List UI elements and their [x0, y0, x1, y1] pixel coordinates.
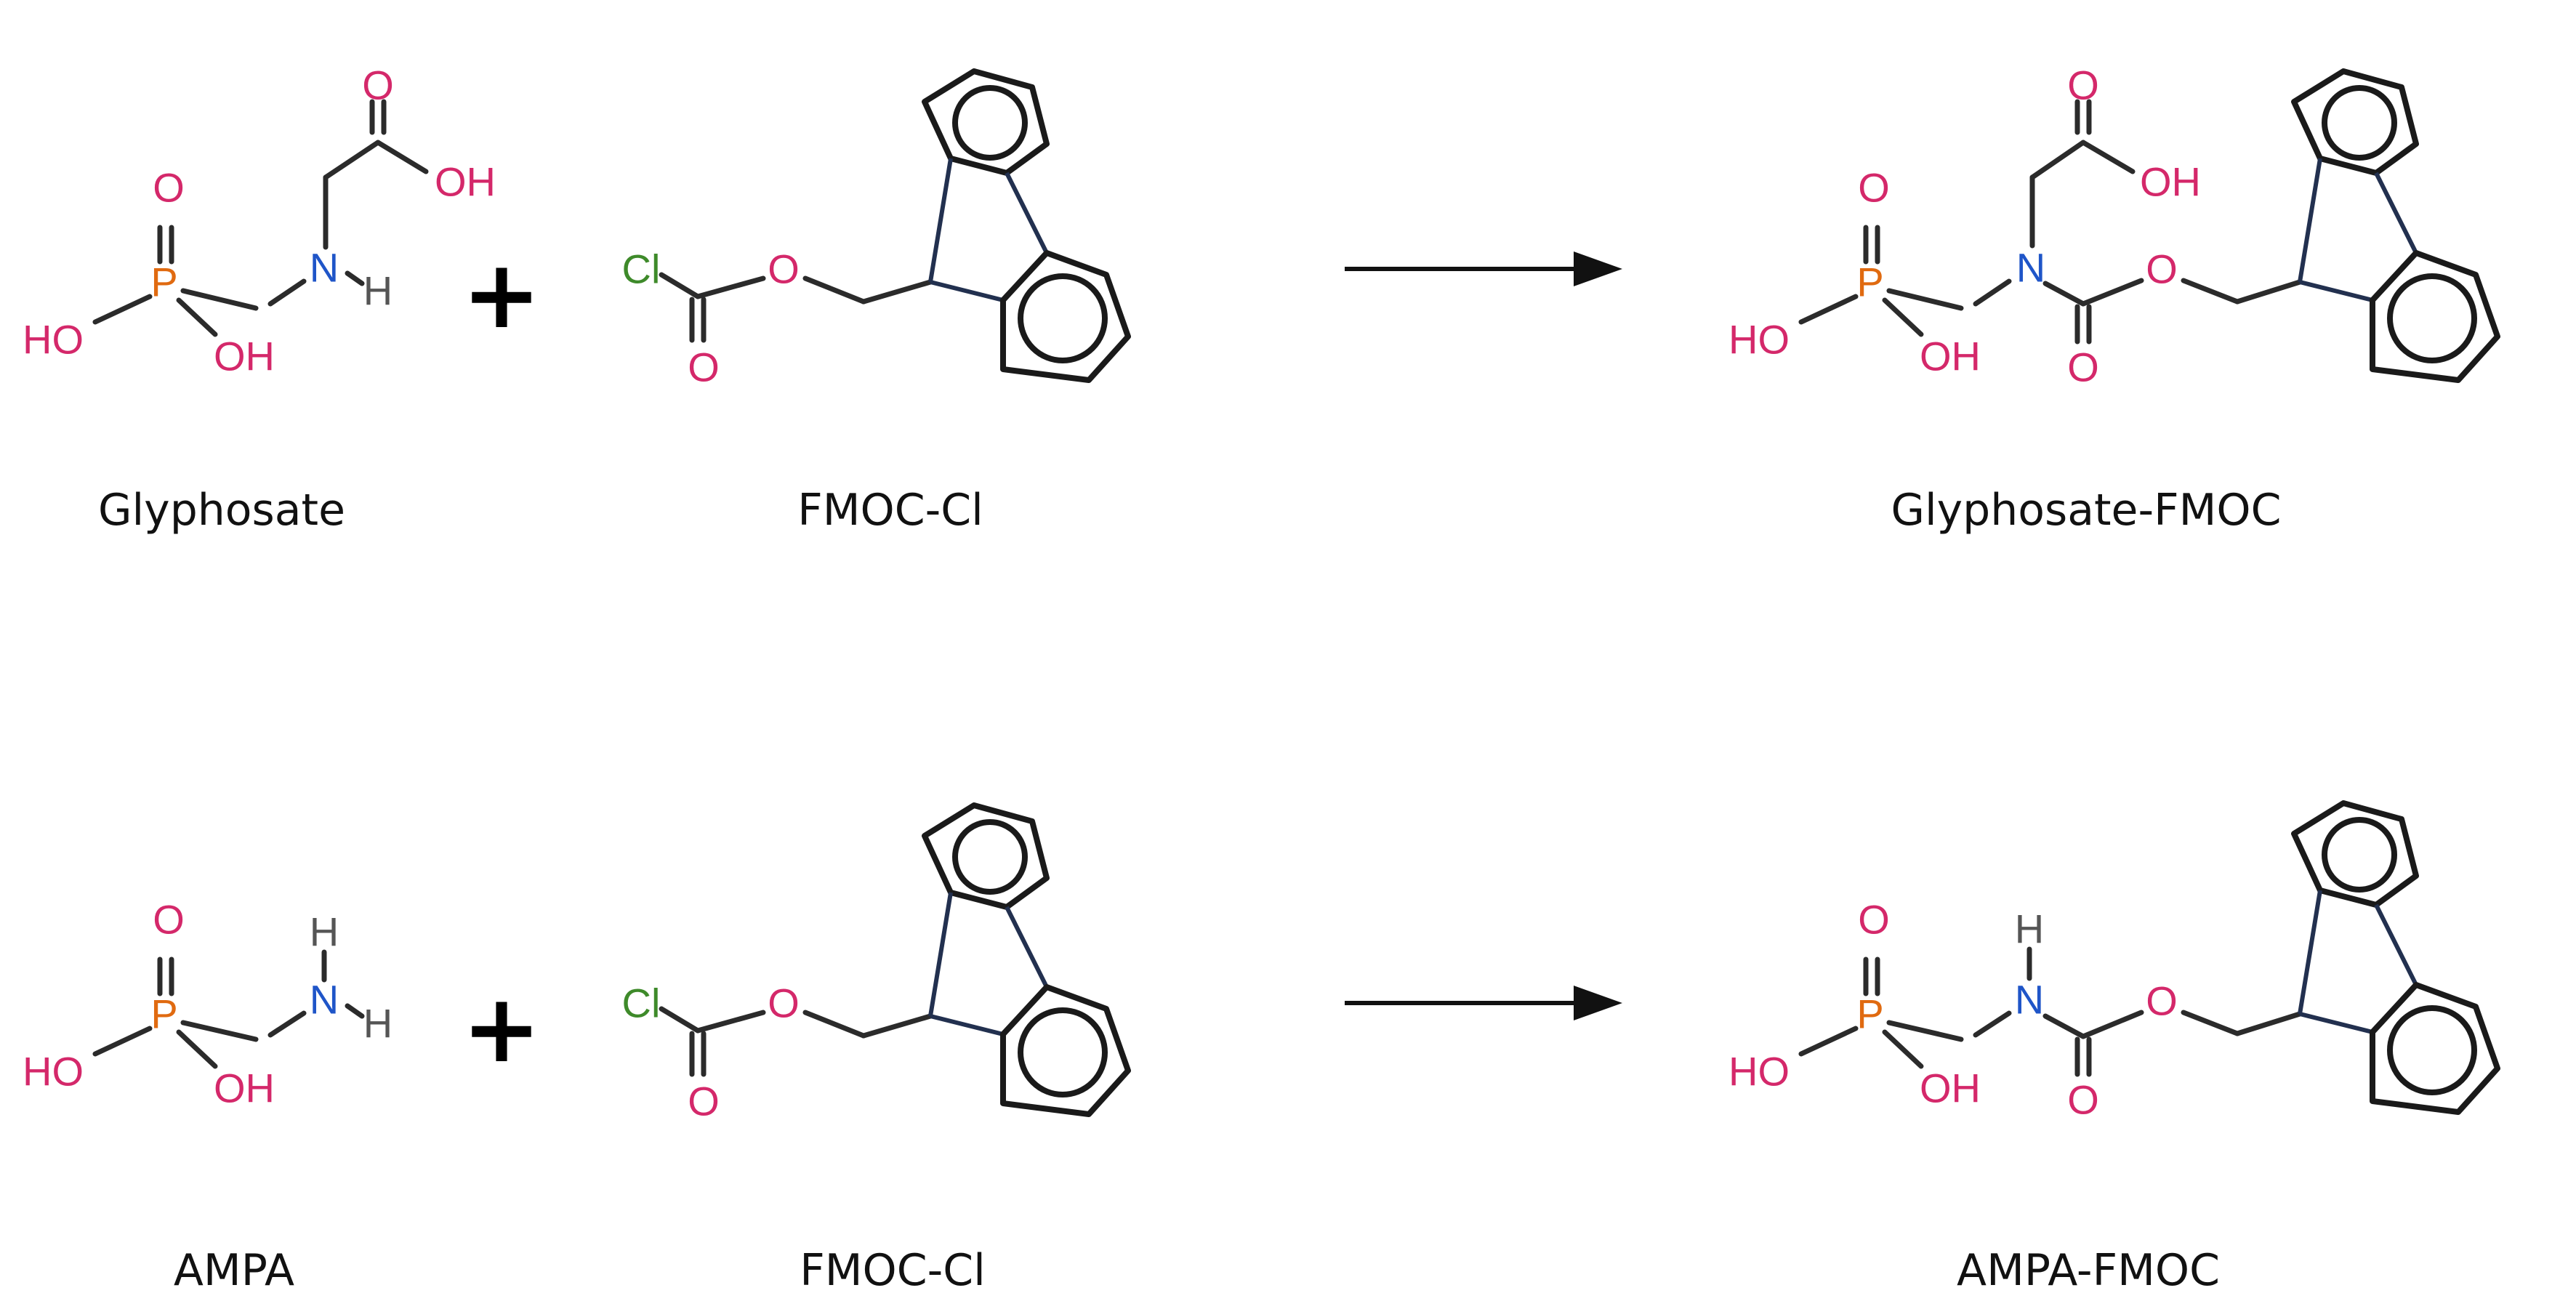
fmoc-cl-1-cl: Cl	[622, 246, 661, 292]
label-ampa: AMPA	[174, 1245, 294, 1296]
ampa-fmoc-ho: HO	[1728, 1049, 1790, 1095]
plus-sign-1: +	[462, 239, 542, 350]
glyphosate-fmoc-acid-o: O	[2067, 63, 2099, 108]
fmoc-cl-structure-2: Cl O O	[622, 805, 1128, 1124]
reaction-arrow-1	[1345, 251, 1622, 286]
glyphosate-acid-o: O	[362, 63, 394, 108]
glyphosate-fmoc-oh-lower: OH	[1920, 334, 1981, 379]
ampa-fmoc-o-double: O	[1858, 897, 1890, 943]
glyphosate-fmoc-p: P	[1856, 259, 1883, 305]
ampa-oh-lower: OH	[214, 1066, 275, 1111]
glyphosate-fmoc-o-double: O	[1858, 165, 1890, 211]
glyphosate-p: P	[150, 259, 177, 305]
label-glyphosate: Glyphosate	[98, 485, 345, 536]
ampa-fmoc-carbonyl-o: O	[2067, 1077, 2099, 1123]
glyphosate-ho: HO	[23, 317, 84, 363]
ampa-o-double: O	[153, 897, 185, 943]
glyphosate-fmoc-acid-oh: OH	[2140, 159, 2201, 205]
label-fmoc-cl-1: FMOC-Cl	[797, 485, 983, 536]
glyphosate-fmoc-structure: O P HO OH N O OH O O	[1728, 63, 2497, 390]
glyphosate-fmoc-ester-o: O	[2146, 246, 2178, 292]
glyphosate-fmoc-carbonyl-o: O	[2067, 345, 2099, 390]
ampa-ho: HO	[23, 1049, 84, 1095]
glyphosate-oh-lower: OH	[214, 334, 275, 379]
fmoc-cl-2-cl: Cl	[622, 980, 661, 1026]
ampa-p: P	[150, 991, 177, 1037]
ampa-fmoc-structure: O P HO OH N H O O	[1728, 803, 2497, 1123]
fmoc-cl-1-carbonyl-o: O	[688, 345, 720, 390]
ampa-nh-top: H	[310, 909, 339, 955]
label-ampa-fmoc: AMPA-FMOC	[1957, 1245, 2220, 1296]
glyphosate-n: N	[310, 245, 339, 291]
label-glyphosate-fmoc: Glyphosate-FMOC	[1891, 485, 2281, 536]
reaction-arrow-2	[1345, 986, 1622, 1020]
glyphosate-structure: O P HO OH N H O OH	[23, 63, 496, 379]
ampa-fmoc-n: N	[2015, 977, 2044, 1023]
glyphosate-acid-oh: OH	[435, 159, 496, 205]
glyphosate-fmoc-ho: HO	[1728, 317, 1790, 363]
ampa-structure: O P HO OH N H H	[23, 897, 393, 1111]
glyphosate-o-double: O	[153, 165, 185, 211]
glyphosate-nh: H	[363, 268, 393, 314]
label-fmoc-cl-2: FMOC-Cl	[800, 1245, 986, 1296]
fmoc-cl-structure-1: Cl O O	[622, 71, 1128, 390]
ampa-n: N	[310, 977, 339, 1023]
ampa-fmoc-oh-lower: OH	[1920, 1066, 1981, 1111]
plus-sign-2: +	[462, 973, 542, 1084]
glyphosate-fmoc-n: N	[2016, 245, 2045, 291]
ampa-nh-right: H	[363, 1001, 393, 1047]
fmoc-cl-2-ester-o: O	[768, 980, 800, 1026]
ampa-fmoc-p: P	[1856, 991, 1883, 1037]
fmoc-cl-1-ester-o: O	[768, 246, 800, 292]
fmoc-cl-2-carbonyl-o: O	[688, 1079, 720, 1124]
ampa-fmoc-nh: H	[2015, 906, 2044, 952]
ampa-fmoc-ester-o: O	[2146, 978, 2178, 1024]
